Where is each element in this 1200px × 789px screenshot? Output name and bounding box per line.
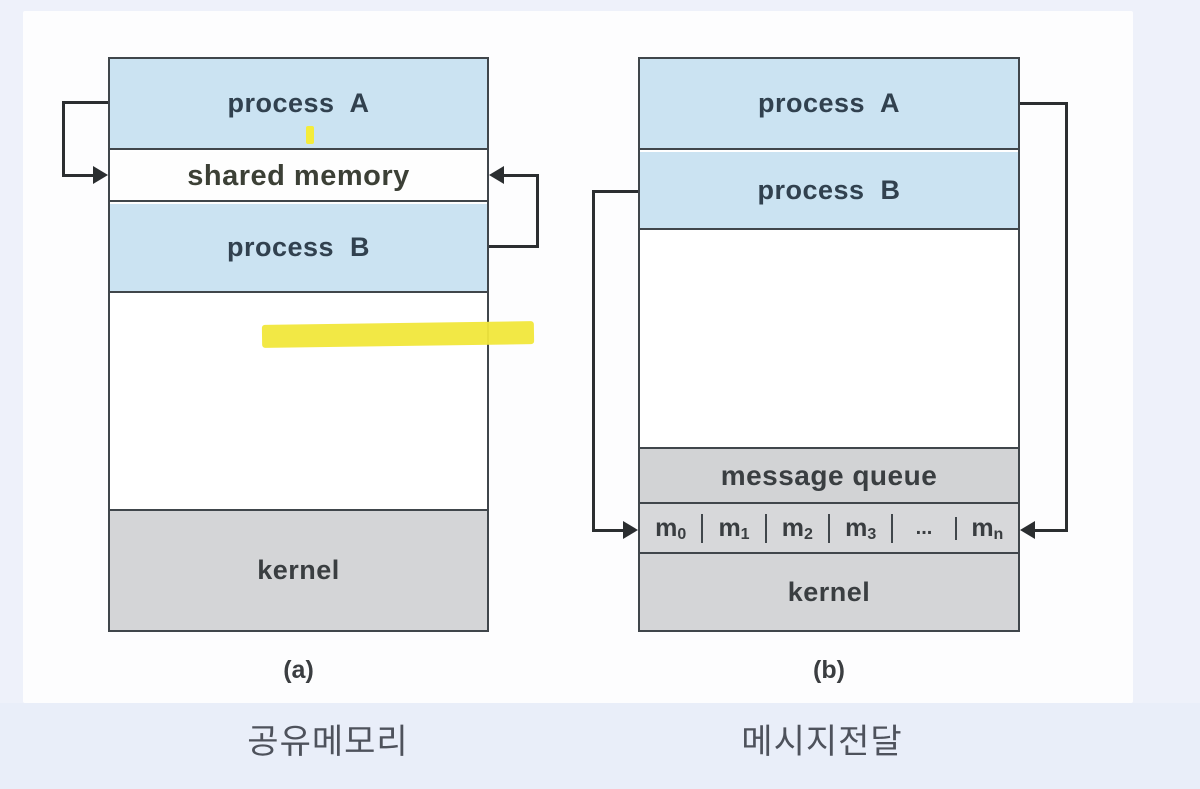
message-cell-subscript: 0	[677, 526, 687, 543]
subfigure-a-label: (a)	[283, 656, 314, 684]
kernel-label: kernel	[257, 555, 340, 585]
message-cell-text: m	[655, 513, 678, 542]
arrow-b-left-top-segment	[592, 190, 638, 193]
process-b-band: process B	[640, 152, 1018, 230]
arrow-a-right-top-segment	[504, 174, 539, 177]
process-a-band: process A	[110, 59, 487, 150]
kernel-band: kernel	[640, 554, 1018, 630]
process-a-band: process A	[640, 59, 1018, 150]
arrow-b-left-vertical-segment	[592, 190, 595, 532]
shared-memory-label: shared memory	[187, 159, 410, 192]
message-cell-text: m	[845, 513, 868, 542]
message-cell-ellipsis: ...	[893, 516, 957, 540]
process-a-label: process A	[227, 88, 370, 118]
arrow-b-right-top-segment	[1020, 102, 1068, 105]
shared-memory-band: shared memory	[110, 152, 535, 348]
arrow-a-left-arrowhead-icon	[93, 166, 108, 184]
message-cell-text: ...	[915, 516, 933, 539]
yellow-highlighter-stroke	[261, 321, 535, 348]
message-cell-subscript: 1	[740, 526, 750, 543]
shared-memory-diagram-box: process A shared memory process B kernel	[108, 57, 535, 632]
process-b-band: process B	[110, 204, 487, 293]
arrow-a-right-bottom-segment	[489, 245, 539, 248]
arrow-a-left-vertical-segment	[62, 101, 65, 177]
message-cell-text: m	[718, 513, 741, 542]
caption-message-passing: 메시지전달	[741, 723, 903, 761]
process-b-label: process B	[226, 232, 371, 262]
process-a-label: process A	[757, 88, 901, 118]
message-cell-text: m	[781, 513, 804, 542]
arrow-b-right-arrowhead-icon	[1020, 521, 1035, 539]
message-queue-label: message queue	[720, 459, 938, 491]
arrow-a-left-top-segment	[62, 101, 108, 104]
message-cell-subscript: n	[993, 526, 1004, 543]
arrow-a-right-arrowhead-icon	[489, 166, 504, 184]
arrow-b-left-bottom-segment	[592, 529, 623, 532]
arrow-b-left-arrowhead-icon	[623, 521, 638, 539]
subfigure-b-label: (b)	[813, 656, 845, 684]
message-cell-subscript: 2	[804, 526, 813, 543]
caption-shared-memory: 공유메모리	[247, 723, 409, 761]
message-cell-subscript: 3	[867, 526, 877, 543]
caption-strip	[0, 703, 1200, 789]
arrow-a-right-vertical-segment	[536, 174, 539, 248]
kernel-label: kernel	[787, 576, 871, 607]
process-b-label: process B	[757, 174, 901, 205]
kernel-band: kernel	[110, 509, 487, 630]
message-queue-band: message queue	[640, 447, 1018, 504]
message-cell-text: m	[971, 513, 994, 542]
arrow-b-right-bottom-segment	[1035, 529, 1068, 532]
arrow-b-right-vertical-segment	[1065, 102, 1068, 532]
arrow-a-left-bottom-segment	[62, 174, 95, 177]
yellow-highlighter-tick	[306, 126, 314, 144]
